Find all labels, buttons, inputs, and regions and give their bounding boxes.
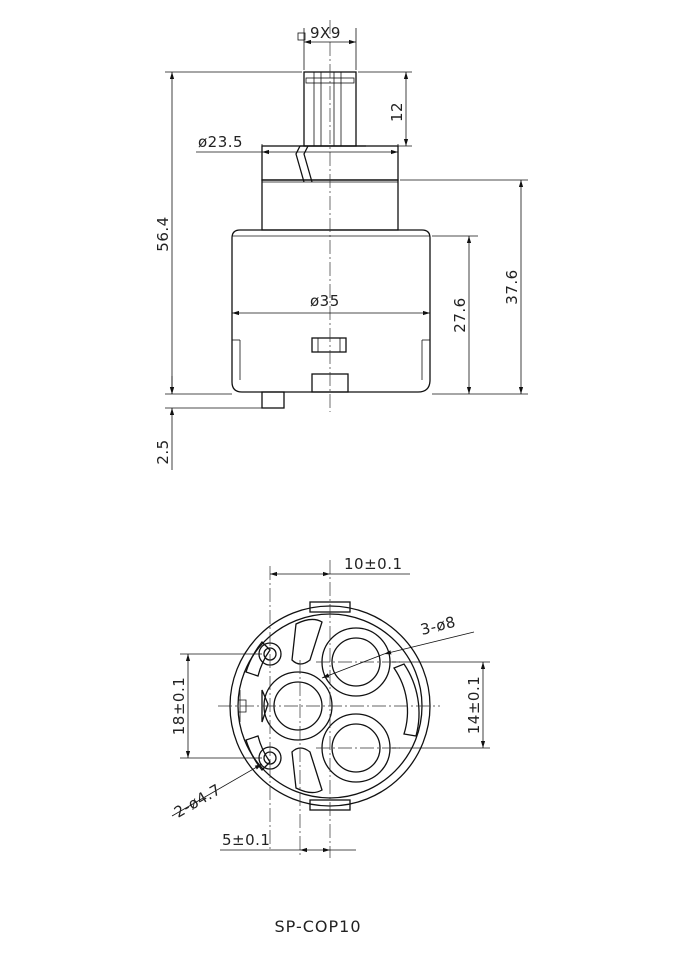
dim-d23-5: ø23.5 <box>196 133 399 155</box>
dim-18: 18±0.1 <box>170 653 262 759</box>
dim-10: 10±0.1 <box>270 555 410 577</box>
dim-5-label: 5±0.1 <box>222 831 270 849</box>
dim-2-d4-7: 2-ø4.7 <box>171 763 263 821</box>
stem <box>295 71 366 183</box>
dim-5: 5±0.1 <box>220 831 356 853</box>
dim-37-6-label: 37.6 <box>503 269 521 304</box>
dim-12: 12 <box>358 71 412 147</box>
dim-d23-5-label: ø23.5 <box>198 133 243 151</box>
bottom-view: 10±0.1 3-ø8 18±0.1 14±0.1 2-ø4.7 <box>170 555 490 858</box>
dim-56-4-label: 56.4 <box>154 216 172 251</box>
dim-18-label: 18±0.1 <box>170 677 188 736</box>
dim-3-d8-label: 3-ø8 <box>419 613 458 639</box>
dim-2-5: 2.5 <box>154 376 262 470</box>
dim-12-label: 12 <box>388 102 406 122</box>
dim-27-6: 27.6 <box>432 235 478 394</box>
model-label: SP-COP10 <box>275 917 362 936</box>
dim-14: 14±0.1 <box>392 661 490 749</box>
dim-3-d8: 3-ø8 <box>321 613 475 679</box>
dim-14-label: 14±0.1 <box>465 676 483 735</box>
side-view: 9X9 12 ø23.5 56.4 37. <box>154 20 528 470</box>
dim-27-6-label: 27.6 <box>451 297 469 332</box>
dim-d35: ø35 <box>232 292 430 316</box>
dim-9x9-label: 9X9 <box>310 24 341 42</box>
dim-2-5-label: 2.5 <box>154 439 172 464</box>
dim-10-label: 10±0.1 <box>344 555 403 573</box>
bottom-centerlines <box>218 560 440 858</box>
dim-9x9: 9X9 <box>297 24 357 70</box>
main-body <box>231 229 431 409</box>
dim-37-6: 37.6 <box>400 179 528 395</box>
dim-56-4: 56.4 <box>154 71 302 395</box>
dim-d35-label: ø35 <box>310 292 340 310</box>
port-holes <box>263 627 391 783</box>
dim-2-d4-7-label: 2-ø4.7 <box>171 780 224 821</box>
